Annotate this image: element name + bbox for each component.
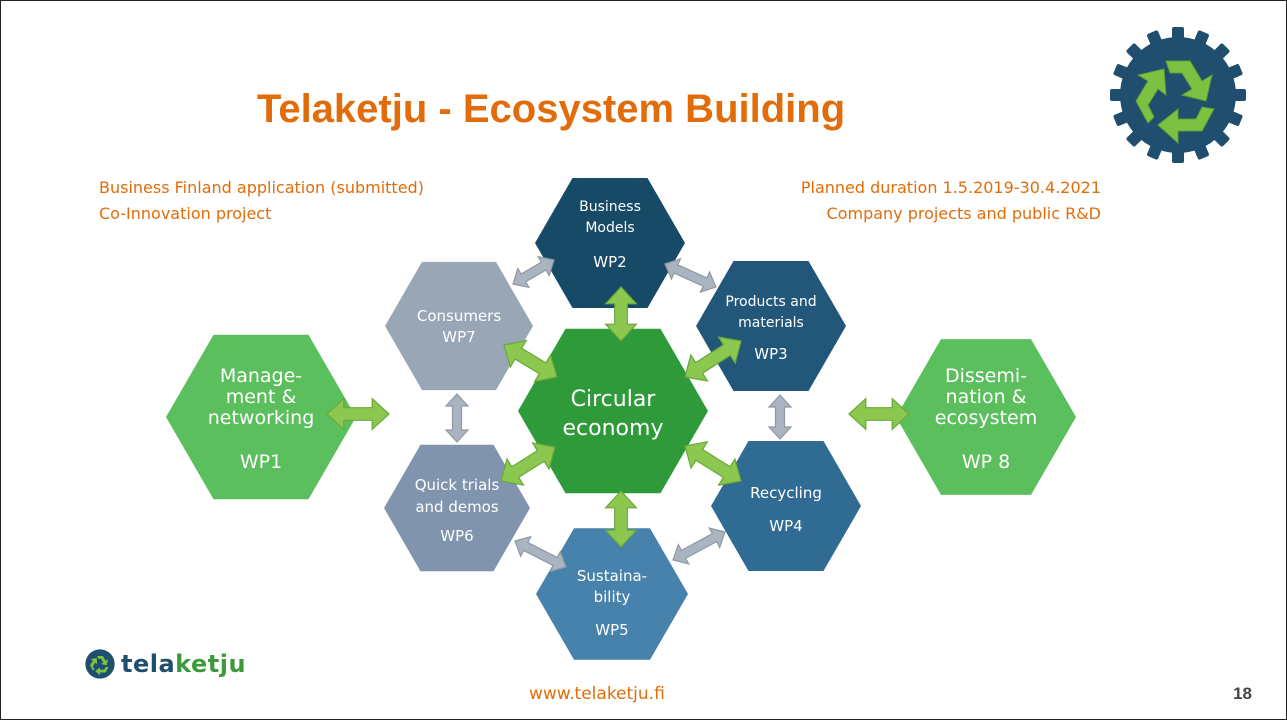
website-url: www.telaketju.fi xyxy=(529,684,665,704)
gray-arrow-wp3-wp4 xyxy=(767,394,793,440)
label-wp3-line-2: materials xyxy=(738,315,804,331)
green-arrow-center-wp4 xyxy=(684,441,742,486)
wp-code-wp5: WP5 xyxy=(595,621,628,639)
left-note-line-2: Co-Innovation project xyxy=(99,204,272,223)
page-number: 18 xyxy=(1233,684,1252,703)
wp-code-wp2: WP2 xyxy=(593,253,626,271)
slide-title: Telaketju - Ecosystem Building xyxy=(256,87,846,131)
label-wp1-line-2: ment & xyxy=(226,386,297,408)
hexagon-wp1 xyxy=(166,334,356,500)
wp-code-wp8: WP 8 xyxy=(962,451,1010,473)
green-arrow-wp4-wp8 xyxy=(848,397,910,431)
hexagon-wp5 xyxy=(536,528,688,660)
center-label-line-1: Circular xyxy=(571,387,657,412)
green-arrow-center-wp3 xyxy=(684,336,742,382)
brand-recycle-icon xyxy=(85,649,115,679)
green-arrow-center-wp7 xyxy=(503,339,558,383)
hexagon-wp6 xyxy=(384,444,530,572)
hexagon-wp2 xyxy=(535,178,685,308)
right-note-line-1: Planned duration 1.5.2019-30.4.2021 xyxy=(800,178,1101,197)
label-wp2-line-2: Models xyxy=(585,220,634,236)
hexagon-wp7 xyxy=(385,261,533,391)
label-wp2-line-1: Business xyxy=(579,199,641,215)
gray-arrow-wp6-wp5 xyxy=(514,535,567,573)
green-arrow-center-wp5 xyxy=(604,490,638,548)
left-notes: Business Finland application (submitted)… xyxy=(99,175,424,227)
label-wp1-line-1: Manage- xyxy=(220,365,302,387)
wp-code-wp7: WP7 xyxy=(442,328,475,346)
label-wp8-line-3: ecosystem xyxy=(935,407,1037,429)
label-wp8-line-1: Dissemi- xyxy=(945,365,1027,387)
gray-arrow-wp7-wp2 xyxy=(512,255,555,289)
label-wp3-line-1: Products and xyxy=(725,294,816,310)
wp-code-wp6: WP6 xyxy=(440,527,473,545)
green-arrow-center-wp6 xyxy=(500,442,556,486)
label-wp7-line-1: Consumers xyxy=(417,307,501,325)
brand-part-1: tela xyxy=(121,650,176,678)
gray-arrow-wp5-wp4 xyxy=(672,527,726,565)
brand-wordmark: telaketju xyxy=(121,650,246,678)
label-wp5-line-1: Sustaina- xyxy=(577,567,647,585)
right-notes: Planned duration 1.5.2019-30.4.2021 Comp… xyxy=(801,175,1101,227)
hexagon-wp4 xyxy=(711,441,861,571)
recycle-gear-icon xyxy=(1110,27,1246,163)
green-arrow-wp1-wp7 xyxy=(326,397,390,431)
gray-arrow-wp2-wp3 xyxy=(664,257,717,294)
wp-code-wp1: WP1 xyxy=(240,451,282,473)
wp-code-wp4: WP4 xyxy=(769,517,802,535)
gray-arrow-wp6-wp7 xyxy=(444,393,470,443)
brand-logo: telaketju xyxy=(83,647,246,681)
label-wp1-line-3: networking xyxy=(208,407,315,429)
hexagon-wp8 xyxy=(896,339,1076,495)
label-wp8-line-2: nation & xyxy=(946,386,1027,408)
label-wp6-line-2: and demos xyxy=(415,498,499,516)
label-wp5-line-2: bility xyxy=(594,588,631,606)
left-note-line-1: Business Finland application (submitted) xyxy=(99,178,424,197)
brand-part-2: ketju xyxy=(175,650,247,678)
label-wp4-line-1: Recycling xyxy=(750,484,822,502)
right-note-line-2: Company projects and public R&D xyxy=(826,204,1101,223)
green-arrow-center-wp2 xyxy=(604,286,638,342)
label-wp6-line-1: Quick trials xyxy=(415,476,500,494)
wp-code-wp3: WP3 xyxy=(754,345,787,363)
center-label-line-2: economy xyxy=(563,416,664,441)
hexagon-center xyxy=(518,328,708,494)
